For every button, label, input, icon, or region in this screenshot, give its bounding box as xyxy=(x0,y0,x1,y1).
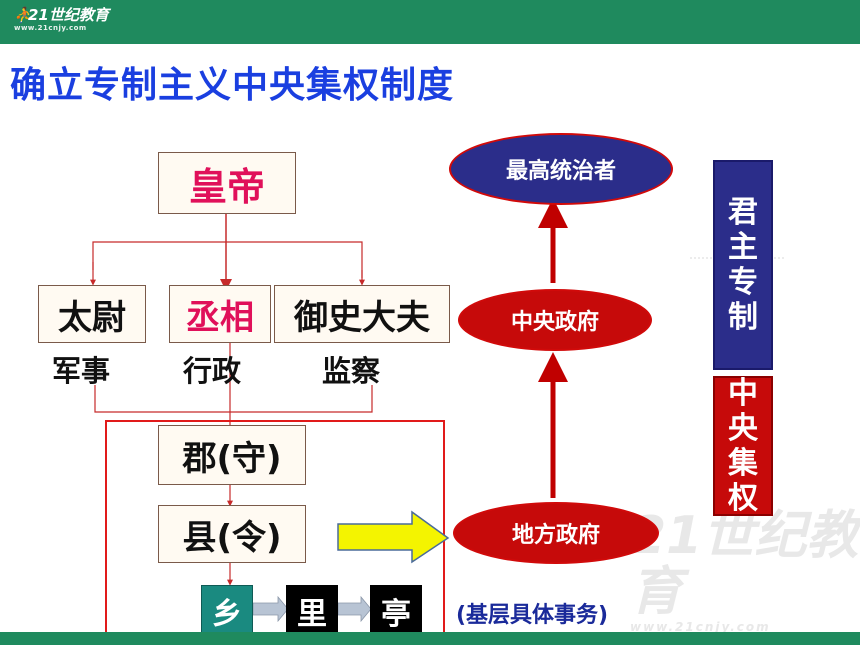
page-title: 确立专制主义中央集权制度 xyxy=(10,65,455,106)
ellipse-local-government: 地方政府 xyxy=(453,502,659,564)
watermark-text: 21世纪教育 xyxy=(630,506,859,622)
header-bar: ⛹21世纪教育 www.21cnjy.com xyxy=(0,0,860,44)
role-supervision: 监察 xyxy=(322,354,381,388)
role-administration: 行政 xyxy=(183,354,242,388)
site-logo: ⛹21世纪教育 www.21cnjy.com xyxy=(14,6,109,32)
commandery-box: 郡(守) xyxy=(158,425,306,485)
logo-text: 21世纪教育 xyxy=(28,6,109,24)
emperor-box: 皇帝 xyxy=(158,152,296,214)
official-chengxiang: 丞相 xyxy=(169,285,271,343)
grassroots-note: (基层具体事务) xyxy=(456,603,609,628)
official-taiwei: 太尉 xyxy=(38,285,146,343)
ellipse-central-government: 中央政府 xyxy=(458,289,652,351)
watermark-url: www.21cnjy.com xyxy=(630,620,771,634)
li-box: 里 xyxy=(286,585,338,637)
role-military: 军事 xyxy=(52,354,111,388)
xiang-box: 乡 xyxy=(201,585,253,637)
footer-bar xyxy=(0,632,860,645)
logo-url: www.21cnjy.com xyxy=(14,24,87,32)
county-box: 县(令) xyxy=(158,505,306,563)
ellipse-supreme-ruler: 最高统治者 xyxy=(449,133,673,205)
ting-box: 亭 xyxy=(370,585,422,637)
watermark: 21世纪教育 www.21cnjy.com xyxy=(630,508,860,634)
official-yushidafu: 御史大夫 xyxy=(274,285,450,343)
bar-autocracy: 君主专制 xyxy=(713,160,773,370)
bar-centralization: 中央集权 xyxy=(713,376,773,516)
